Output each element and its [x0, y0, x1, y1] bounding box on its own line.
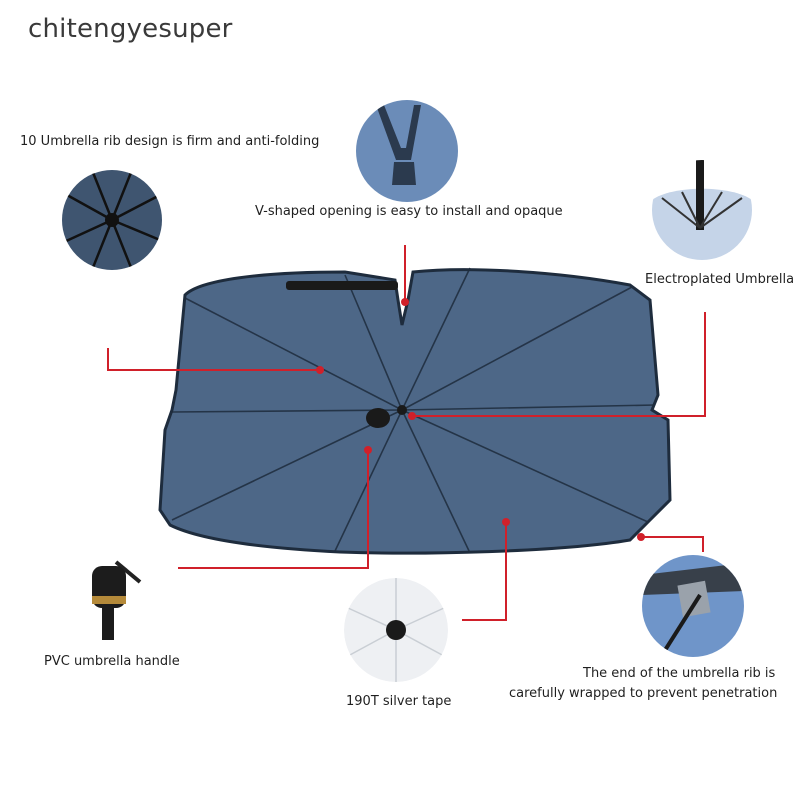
umbrella-ribs-icon — [62, 170, 162, 270]
v-opening-icon — [356, 100, 458, 202]
feature-label-ribs: 10 Umbrella rib design is firm and anti-… — [20, 134, 320, 149]
silver-tape-icon — [344, 578, 448, 682]
feature-label-rib-end-line2: carefully wrapped to prevent penetration — [509, 686, 778, 701]
feature-label-rib-end-line1: The end of the umbrella rib is — [583, 666, 776, 681]
feature-label-opening: V-shaped opening is easy to install and … — [255, 204, 563, 219]
brand-name: chitengyesuper — [28, 14, 233, 44]
top-strap — [286, 281, 398, 290]
rib-end-icon — [642, 555, 744, 657]
umbrella-hub — [366, 408, 390, 428]
feature-label-electroplated: Electroplated Umbrella — [645, 272, 795, 287]
feature-label-handle: PVC umbrella handle — [44, 654, 180, 669]
handle-icon — [78, 556, 148, 646]
pointer-dots — [316, 298, 645, 541]
sunshade-canopy — [158, 268, 672, 555]
feature-label-tape: 190T silver tape — [346, 694, 452, 709]
electroplated-umbrella-icon — [652, 160, 752, 260]
umbrella-ribs — [171, 267, 656, 554]
pointer-lines — [107, 245, 706, 621]
